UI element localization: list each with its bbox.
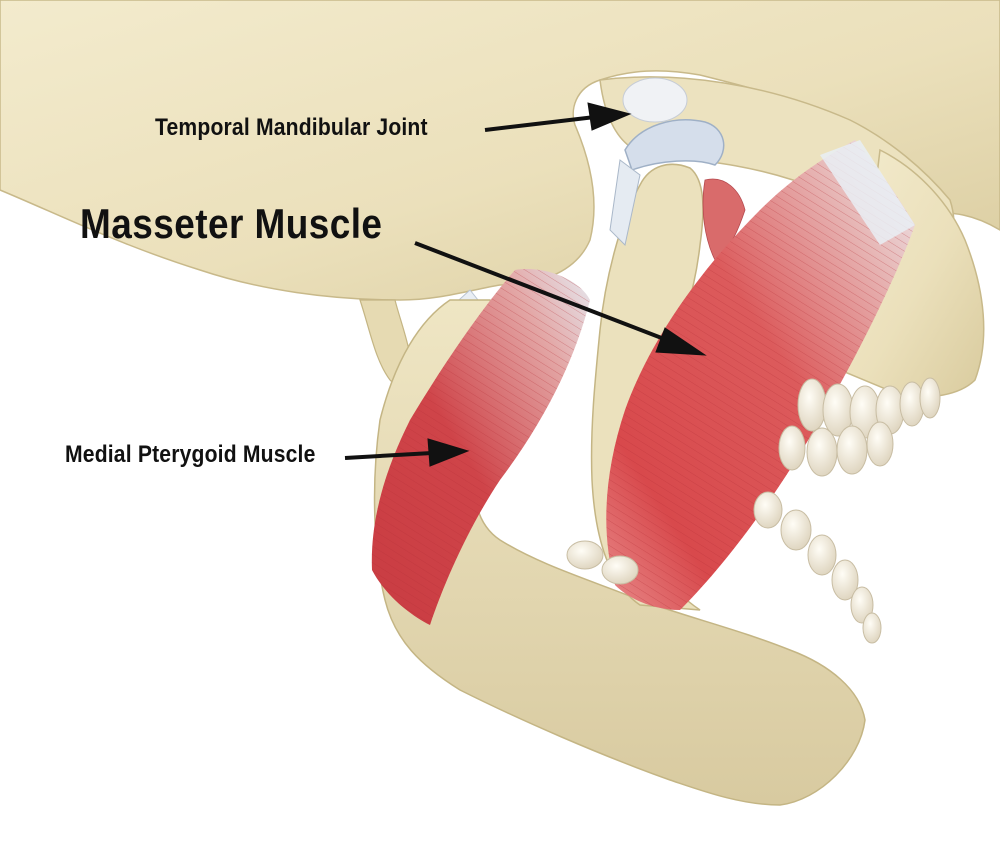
masseter-label: Masseter Muscle <box>80 200 383 247</box>
masseter-tendon <box>820 140 915 245</box>
articular-fossa <box>622 77 688 123</box>
upper-teeth <box>778 377 941 477</box>
lower-teeth <box>566 491 882 644</box>
medial-pterygoid-label: Medial Pterygoid Muscle <box>65 441 316 468</box>
tmj-capsule <box>609 159 641 247</box>
arrow-icon <box>484 102 632 132</box>
arrow-icon <box>344 438 470 467</box>
masseter-fibers <box>606 140 915 610</box>
arrow-icon <box>414 241 707 356</box>
tmj-label: Temporal Mandibular Joint <box>155 114 428 141</box>
medial-pterygoid-fibers <box>371 269 590 625</box>
tmj-disc <box>624 119 725 171</box>
